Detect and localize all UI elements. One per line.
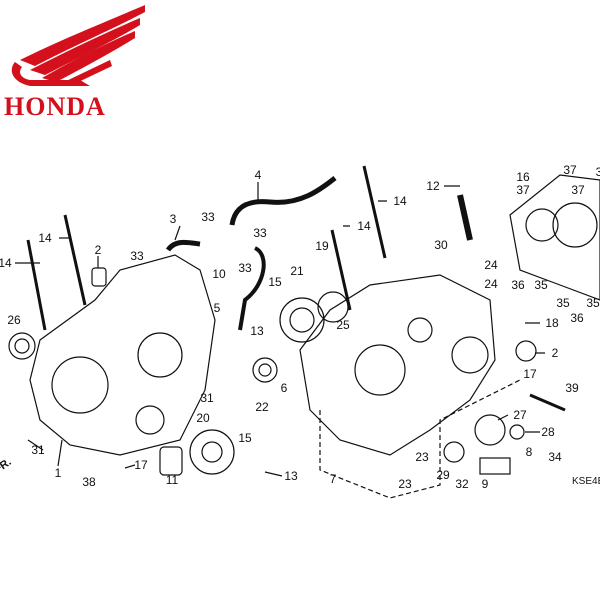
diagram-code: KSE4E1 [572,476,600,487]
part-callout-33[interactable]: 33 [130,249,144,263]
part-callout-9[interactable]: 9 [481,477,489,491]
part-callout-23[interactable]: 23 [398,477,412,491]
part-callout-27[interactable]: 27 [513,408,527,422]
part-callout-15[interactable]: 15 [268,275,282,289]
part-callout-17[interactable]: 17 [134,458,148,472]
part-callout-15[interactable]: 15 [238,431,252,445]
hose-3 [165,239,201,252]
part-callout-36[interactable]: 36 [570,311,584,325]
part-callout-3[interactable]: 3 [169,212,177,226]
part-callout-31[interactable]: 31 [31,443,45,457]
left-crankcase [29,254,216,456]
part-callout-4[interactable]: 4 [254,168,262,182]
part-callout-29[interactable]: 29 [436,468,450,482]
part-callout-8[interactable]: 8 [525,445,533,459]
part-callout-28[interactable]: 28 [541,425,555,439]
honda-wing-logo [11,5,145,86]
part-callout-35[interactable]: 35 [556,296,570,310]
part-callout-14[interactable]: 14 [0,256,12,270]
part-callout-33[interactable]: 33 [253,226,267,240]
part-callout-2[interactable]: 2 [94,243,102,257]
part-callout-14[interactable]: 14 [38,231,52,245]
right-crankcase [299,274,496,456]
part-callout-25[interactable]: 25 [336,318,350,332]
part-callout-21[interactable]: 21 [290,264,304,278]
part-callout-37[interactable]: 37 [563,163,577,177]
part-callout-24[interactable]: 24 [484,258,498,272]
part-callout-13[interactable]: 13 [250,324,264,338]
part-callout-6[interactable]: 6 [280,381,288,395]
hose-5 [238,246,266,331]
part-callout-31[interactable]: 31 [200,391,214,405]
right-cover [509,174,600,301]
part-callout-5[interactable]: 5 [213,301,221,315]
part-callout-11[interactable]: 11 [165,473,179,487]
part-callout-34[interactable]: 34 [548,450,562,464]
part-callout-17[interactable]: 17 [523,367,537,381]
part-callout-23[interactable]: 23 [415,450,429,464]
part-callout-35[interactable]: 35 [534,278,548,292]
part-callout-22[interactable]: 22 [255,400,269,414]
part-callout-33[interactable]: 33 [201,210,215,224]
part-callout-12[interactable]: 12 [426,179,440,193]
part-callout-20[interactable]: 20 [196,411,210,425]
part-callout-26[interactable]: 26 [7,313,21,327]
part-callout-30[interactable]: 30 [434,238,448,252]
part-callout-13[interactable]: 13 [284,469,298,483]
part-callout-33[interactable]: 33 [238,261,252,275]
part-callout-2[interactable]: 2 [551,346,559,360]
part-callout-38[interactable]: 38 [82,475,96,489]
part-callout-14[interactable]: 14 [357,219,371,233]
part-callout-36[interactable]: 36 [511,278,525,292]
part-callout-37[interactable]: 37 [571,183,585,197]
hose-4 [229,176,337,226]
part-callout-14[interactable]: 14 [393,194,407,208]
part-callout-1[interactable]: 1 [54,466,62,480]
part-callout-39[interactable]: 39 [565,381,579,395]
part-callout-35[interactable]: 35 [586,296,600,310]
part-callout-3[interactable]: 3 [595,165,600,179]
part-callout-24[interactable]: 24 [484,277,498,291]
part-callout-16[interactable]: 16 [516,170,530,184]
part-callout-10[interactable]: 10 [212,267,226,281]
part-callout-19[interactable]: 19 [315,239,329,253]
part-callout-32[interactable]: 32 [455,477,469,491]
part-callout-18[interactable]: 18 [545,316,559,330]
honda-brand-text: HONDA [4,92,106,121]
part-callout-7[interactable]: 7 [329,472,337,486]
part-callout-37[interactable]: 37 [516,183,530,197]
